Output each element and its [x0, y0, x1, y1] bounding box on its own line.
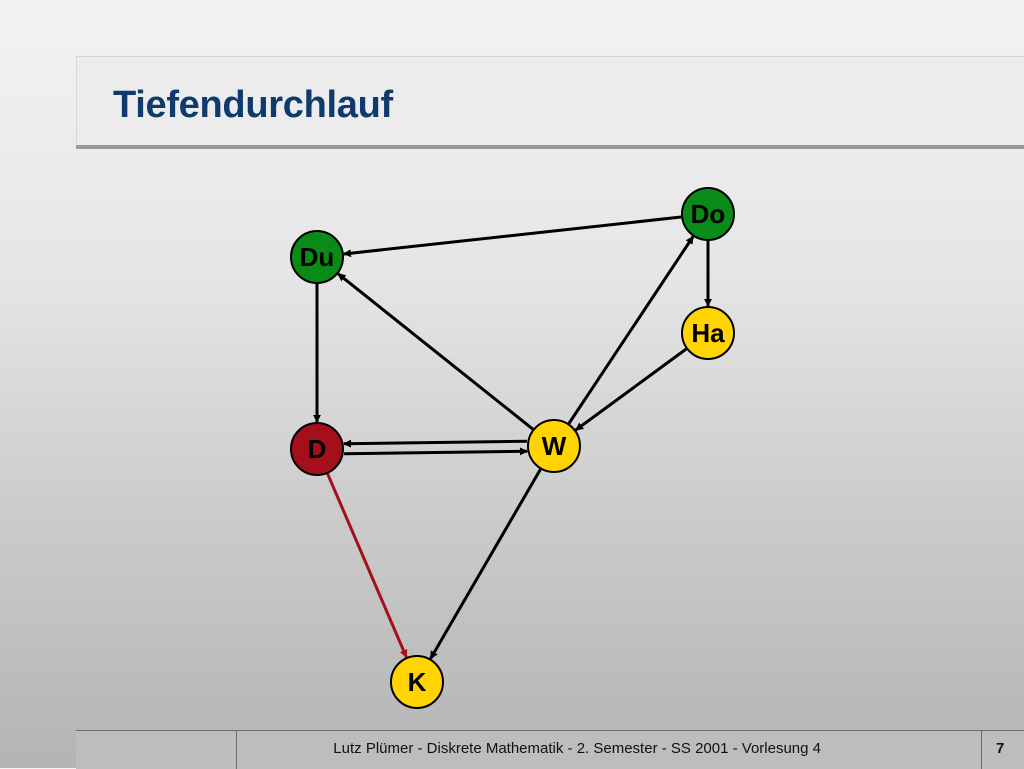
node-circle: [290, 422, 344, 476]
node-label: Ha: [691, 318, 725, 348]
node-circle: [681, 187, 735, 241]
edge-ha-w: [574, 347, 688, 432]
node-label: Du: [300, 242, 335, 272]
node-do: Do: [681, 187, 735, 241]
edge-w-d: [343, 439, 527, 448]
edge-d-w: [344, 447, 528, 456]
node-du: Du: [290, 230, 344, 284]
edge-do-du: [343, 215, 682, 258]
edge-d-k: [326, 473, 408, 658]
edge-w-k: [429, 468, 542, 660]
node-label: W: [542, 431, 567, 461]
footer-text: Lutz Plümer - Diskrete Mathematik - 2. S…: [333, 740, 821, 757]
title-rule: [76, 145, 1024, 149]
node-circle: [681, 306, 735, 360]
node-ha: Ha: [681, 306, 735, 360]
title-band: [76, 56, 1024, 147]
node-circle: [390, 655, 444, 709]
graph-edges: [313, 215, 712, 660]
node-label: K: [408, 667, 427, 697]
footer-divider: [236, 731, 237, 769]
node-label: D: [308, 434, 327, 464]
node-w: W: [527, 419, 581, 473]
footer-divider: [981, 731, 982, 769]
node-label: Do: [691, 199, 726, 229]
node-circle: [290, 230, 344, 284]
footer-bar: Lutz Plümer - Diskrete Mathematik - 2. S…: [76, 730, 1024, 769]
page-number: 7: [996, 740, 1005, 757]
node-circle: [527, 419, 581, 473]
edge-w-do: [567, 235, 695, 425]
slide-title: Tiefendurchlauf: [113, 84, 393, 126]
node-k: K: [390, 655, 444, 709]
edge-w-du: [337, 272, 534, 431]
node-d: D: [290, 422, 344, 476]
